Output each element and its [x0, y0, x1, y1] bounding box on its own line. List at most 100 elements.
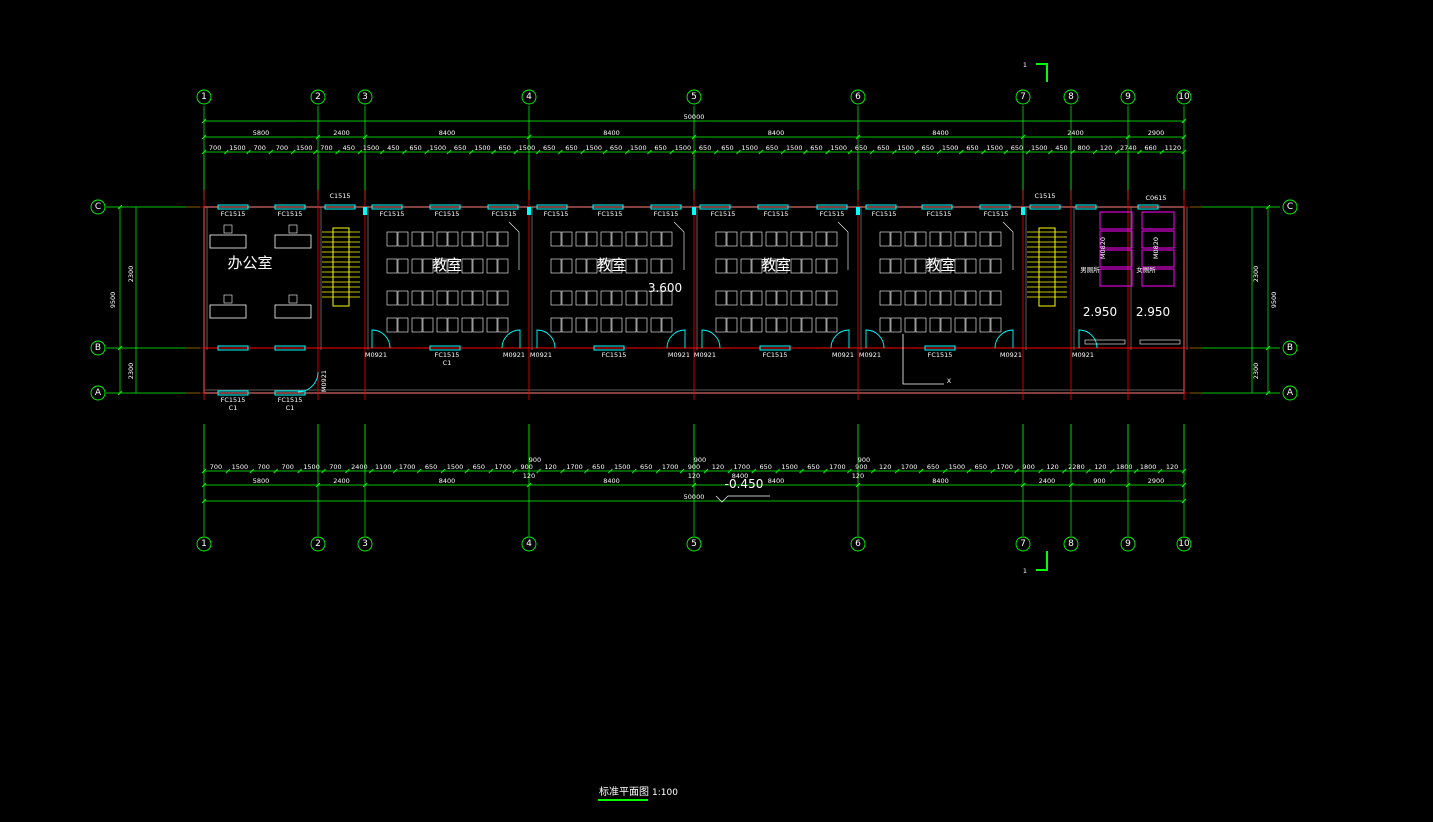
desk-room3-r1-c3-a — [954, 258, 966, 274]
dim-detail-bottom-tick-17 — [608, 468, 613, 474]
dim-detail-bottom-text-9: 650 — [425, 463, 437, 471]
desk-room0-r2-c4-a — [486, 290, 498, 306]
dim-detail-top-text-8: 450 — [387, 144, 399, 152]
label-window-fc-top-2: FC1515 — [380, 210, 405, 218]
desk-room0-r1-c3-a — [461, 258, 473, 274]
dim-detail-top-tick-12 — [468, 149, 474, 155]
axis-label-1-bottom: 1 — [201, 539, 207, 549]
axis-label-4-top: 4 — [526, 92, 532, 102]
window-top-3 — [371, 204, 403, 210]
desk-room3-r0-c4-b — [990, 231, 1002, 247]
dim-detail-bottom-tick-6 — [345, 468, 350, 474]
dim-detail-bottom-text-32: 650 — [975, 463, 987, 471]
dim-segments-bottom-text-1: 2400 — [333, 477, 350, 485]
door-swing-6 — [865, 329, 885, 349]
dim-detail-bottom-text-40: 120 — [1166, 463, 1178, 471]
axis-label-8-bottom: 8 — [1068, 539, 1074, 549]
desk-room3-r2-c3-a — [954, 290, 966, 306]
dim-detail-top-tick-30 — [869, 149, 875, 155]
desk-room1-r0-c2-a — [600, 231, 612, 247]
dim-detail-bottom-tick-8 — [392, 468, 398, 474]
toilet-basin-0 — [1084, 339, 1126, 345]
dim-detail-bottom-text-8: 1700 — [399, 463, 416, 471]
desk-room1-r0-c1-a — [575, 231, 587, 247]
desk-room3-r2-c2-b — [940, 290, 952, 306]
dim-detail-bottom-tick-21 — [703, 468, 709, 474]
desk-room0-r3-c0-b — [397, 317, 409, 333]
dim-segments-top-tick-8 — [1181, 134, 1187, 140]
dim-detail-bottom-text-13: 900 — [520, 463, 532, 471]
desk-room2-r0-c0-a — [715, 231, 727, 247]
dim-detail-top-tick-18 — [602, 149, 608, 155]
axis-bubble-C-left — [90, 199, 106, 215]
dim-detail-top-text-24: 1500 — [741, 144, 758, 152]
dim-detail-bottom-text-2: 700 — [258, 463, 270, 471]
label-door-m0921-0: M0921 — [365, 351, 387, 359]
dim-detail-top-text-31: 1500 — [897, 144, 914, 152]
dim-detail-bottom-text-6: 2400 — [351, 463, 368, 471]
desk-room1-r0-c3-a — [625, 231, 637, 247]
office-chair-2 — [223, 294, 233, 304]
label-door-m0921-5: M0921 — [1072, 351, 1094, 359]
dim-side-left-tick-0 — [117, 204, 123, 210]
desk-room1-r0-c4-a — [650, 231, 662, 247]
axis-bubble-1-bottom — [196, 536, 212, 552]
dim-segments-top-tick-1 — [315, 134, 321, 140]
axis-bubble-7-bottom — [1015, 536, 1031, 552]
dim-detail-top-tick-3 — [268, 149, 274, 155]
axis-label-1-top: 1 — [201, 92, 207, 102]
dim-detail-top-tick-14 — [513, 149, 519, 155]
dim-detail-top-text-14: 1500 — [519, 144, 536, 152]
axis-bubble-A-right — [1282, 385, 1298, 401]
desk-room2-r2-c1-a — [740, 290, 752, 306]
dim-detail-top-tick-40 — [1092, 149, 1098, 155]
dim-detail-bottom-tick-11 — [464, 468, 470, 474]
desk-room0-r2-c0-b — [397, 290, 409, 306]
dim-detail-top-tick-32 — [914, 149, 920, 155]
dim-detail-top-tick-11 — [446, 149, 452, 155]
label-window-fc-south-1: FC1515 — [278, 396, 303, 404]
axis-label-5-bottom: 5 — [691, 539, 697, 549]
desk-room2-r3-c0-b — [726, 317, 738, 333]
toilet-stall-1-2 — [1141, 249, 1175, 268]
dim-detail-top-tick-31 — [892, 149, 897, 155]
dim-side-left-tick-2 — [117, 390, 123, 396]
dim-segments-bottom-text-0: 5800 — [253, 477, 270, 485]
desk-room1-r0-c1-b — [586, 231, 598, 247]
desk-room1-r3-c3-b — [636, 317, 648, 333]
dim-segments-bottom-tick-7 — [1068, 482, 1074, 488]
desk-room1-r1-c1-a — [575, 258, 587, 274]
dim-detail-bottom-text-5: 700 — [329, 463, 341, 471]
desk-room0-r0-c3-a — [461, 231, 473, 247]
window-corridor-1 — [274, 345, 306, 351]
dim-detail-top-text-22: 650 — [699, 144, 711, 152]
desk-room2-r1-c0-a — [715, 258, 727, 274]
ground-level-symbol — [715, 495, 770, 503]
desk-room1-r3-c4-a — [650, 317, 662, 333]
door-swing-8 — [1078, 329, 1098, 349]
label-window-fc-corridor-0: FC1515 — [435, 351, 460, 359]
dim-detail-top-tick-41 — [1114, 149, 1120, 155]
desk-room0-r1-c2-a — [436, 258, 448, 274]
window-top-2 — [324, 204, 356, 210]
desk-room1-r2-c0-a — [550, 290, 562, 306]
dim-bottom-extra-5: 120 — [852, 472, 864, 480]
dim-detail-top-text-30: 650 — [877, 144, 889, 152]
dim-detail-top-text-1: 1500 — [229, 144, 246, 152]
desk-room3-r2-c1-a — [904, 290, 916, 306]
dim-detail-top-text-43: 1120 — [1165, 144, 1182, 152]
desk-room2-r0-c2-b — [776, 231, 788, 247]
dim-detail-top-text-2: 700 — [253, 144, 265, 152]
dim-detail-top-tick-37 — [1025, 149, 1031, 155]
desk-room2-r2-c2-a — [765, 290, 777, 306]
axis-label-4-bottom: 4 — [526, 539, 532, 549]
door-swing-0 — [371, 329, 391, 349]
desk-room1-r2-c3-b — [636, 290, 648, 306]
dim-detail-top-text-4: 1500 — [296, 144, 313, 152]
desk-room0-r3-c3-a — [461, 317, 473, 333]
dim-detail-bottom-text-4: 1500 — [303, 463, 320, 471]
desk-room3-r2-c3-b — [965, 290, 977, 306]
office-desk-2 — [209, 304, 247, 319]
desk-room3-r3-c4-a — [979, 317, 991, 333]
dim-segments-top-text-4: 8400 — [768, 129, 785, 137]
